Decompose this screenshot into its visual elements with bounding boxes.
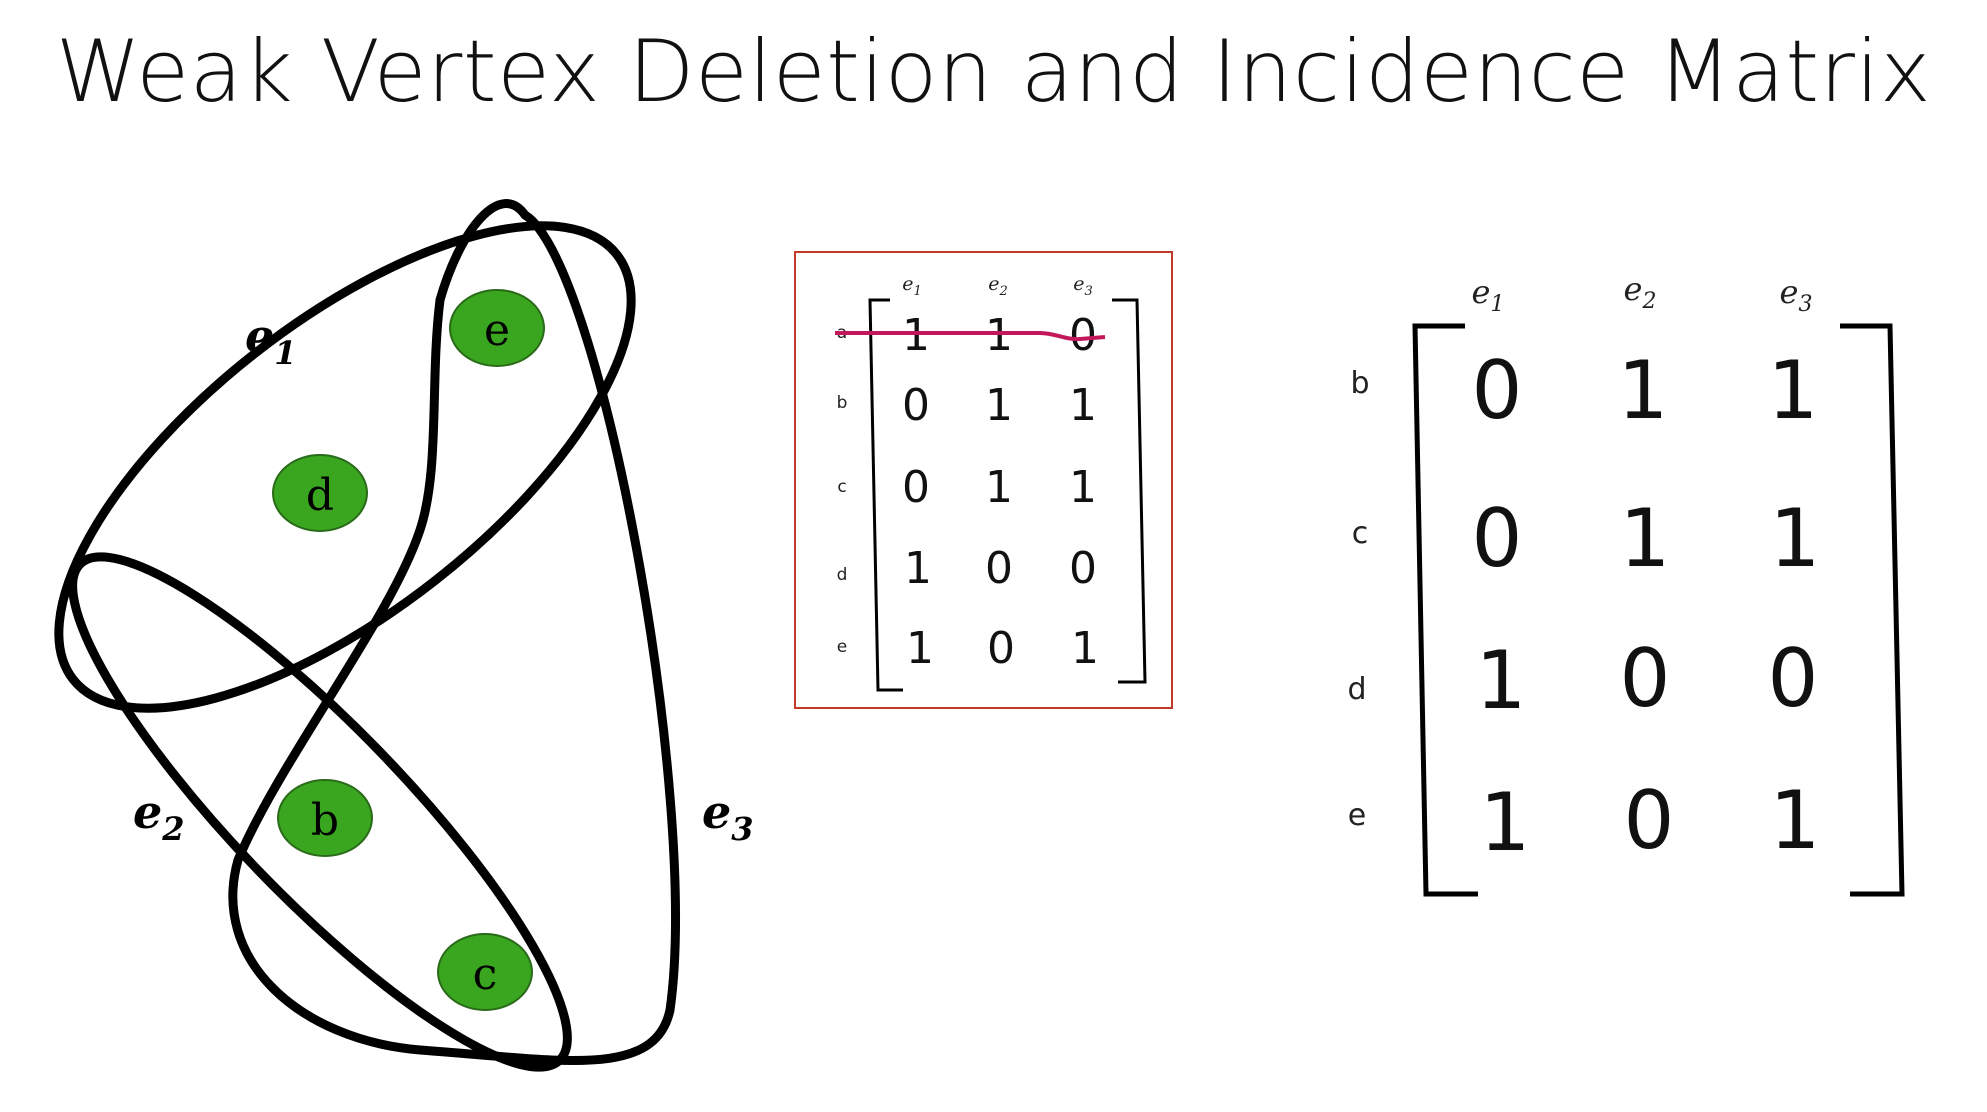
original-cell: 1 bbox=[985, 462, 1013, 513]
original-matrix-frame bbox=[794, 251, 1173, 709]
original-cell: 0 bbox=[985, 543, 1013, 594]
original-cell: 1 bbox=[985, 380, 1013, 431]
original-row-label-c: c bbox=[837, 477, 846, 497]
result-row-label-b: b bbox=[1350, 366, 1369, 401]
result-cell: 0 bbox=[1624, 774, 1675, 867]
result-matrix-column-headers: e1 e2 e3 bbox=[1472, 270, 1813, 317]
result-row-label-e: e bbox=[1348, 798, 1366, 833]
hyperedge-e3-loop bbox=[228, 199, 680, 1065]
vertex-d: d bbox=[272, 454, 368, 532]
vertex-b-label: b bbox=[311, 795, 339, 846]
original-matrix-row-labels: a b c d e bbox=[837, 323, 848, 657]
original-cell: 0 bbox=[1069, 543, 1097, 594]
vertex-b-node bbox=[277, 779, 373, 857]
hyperedge-label-e2: e2 bbox=[133, 785, 185, 848]
result-cell: 0 bbox=[1472, 344, 1523, 437]
page-title: Weak Vertex Deletion and Incidence Matri… bbox=[55, 22, 1932, 122]
result-matrix-row-labels: b c d e bbox=[1347, 366, 1369, 833]
original-cell: 1 bbox=[1069, 462, 1097, 513]
original-matrix-panel: e1 e2 e3 a b c d e 1 1 0 0 1 1 0 1 1 1 0 bbox=[794, 251, 1173, 709]
original-col-header-e1: e1 bbox=[902, 273, 922, 299]
original-matrix-column-headers: e1 e2 e3 bbox=[902, 273, 1093, 299]
result-row-label-d: d bbox=[1347, 672, 1366, 707]
original-cell: 1 bbox=[904, 543, 932, 594]
vertex-b: b bbox=[277, 779, 373, 857]
result-cell: 0 bbox=[1472, 492, 1523, 585]
original-matrix-cells: 1 1 0 0 1 1 0 1 1 1 0 0 1 0 1 bbox=[902, 310, 1099, 674]
vertex-e-node bbox=[449, 289, 545, 367]
original-row-label-e: e bbox=[837, 637, 847, 657]
result-cell: 1 bbox=[1618, 344, 1669, 437]
original-matrix-left-bracket bbox=[868, 298, 903, 692]
vertex-e: e bbox=[449, 289, 545, 367]
hyperedge-label-e1: e1 bbox=[245, 309, 297, 372]
result-cell: 1 bbox=[1768, 344, 1819, 437]
original-col-header-e3: e3 bbox=[1073, 273, 1093, 299]
result-cell: 1 bbox=[1480, 776, 1531, 869]
hypergraph bbox=[54, 199, 680, 1072]
result-row-label-c: c bbox=[1352, 516, 1369, 551]
original-col-header-e2: e2 bbox=[988, 273, 1008, 299]
original-cell: 1 bbox=[906, 623, 934, 674]
result-matrix-panel: e1 e2 e3 b c d e 0 1 1 0 1 1 1 0 0 1 0 1 bbox=[1347, 270, 1905, 897]
original-cell: 0 bbox=[987, 623, 1015, 674]
vertex-e-label: e bbox=[484, 305, 510, 356]
result-col-header-e2: e2 bbox=[1624, 270, 1657, 314]
original-row-label-b: b bbox=[837, 393, 848, 413]
original-cell: 1 bbox=[902, 310, 930, 361]
result-cell: 0 bbox=[1620, 632, 1671, 725]
hyperedge-labels: e1 e2 e3 bbox=[133, 309, 754, 848]
deleted-row-strikethrough bbox=[835, 331, 1106, 342]
original-matrix-right-bracket bbox=[1112, 298, 1147, 684]
vertex-c-label: c bbox=[473, 949, 498, 1000]
vertex-c: c bbox=[437, 933, 533, 1011]
original-cell: 0 bbox=[902, 462, 930, 513]
original-cell: 0 bbox=[902, 380, 930, 431]
result-cell: 1 bbox=[1770, 774, 1821, 867]
result-cell: 1 bbox=[1476, 634, 1527, 727]
result-matrix-right-bracket bbox=[1840, 323, 1905, 897]
hypergraph-vertices: e d b c bbox=[272, 289, 545, 1011]
vertex-d-label: d bbox=[306, 470, 334, 521]
result-cell: 1 bbox=[1770, 492, 1821, 585]
original-cell: 1 bbox=[985, 310, 1013, 361]
original-cell: 1 bbox=[1071, 623, 1099, 674]
result-matrix-left-bracket bbox=[1412, 323, 1478, 897]
vertex-d-node bbox=[272, 454, 368, 532]
original-cell: 1 bbox=[1069, 380, 1097, 431]
result-col-header-e1: e1 bbox=[1472, 273, 1505, 317]
vertex-c-node bbox=[437, 933, 533, 1011]
hyperedge-e1-loop bbox=[54, 221, 636, 713]
original-cell: 0 bbox=[1069, 310, 1097, 361]
result-col-header-e3: e3 bbox=[1780, 273, 1813, 317]
hyperedge-label-e3: e3 bbox=[702, 785, 754, 848]
original-row-label-d: d bbox=[837, 565, 848, 585]
result-matrix-cells: 0 1 1 0 1 1 1 0 0 1 0 1 bbox=[1472, 344, 1821, 869]
result-cell: 1 bbox=[1620, 492, 1671, 585]
result-cell: 0 bbox=[1768, 632, 1819, 725]
